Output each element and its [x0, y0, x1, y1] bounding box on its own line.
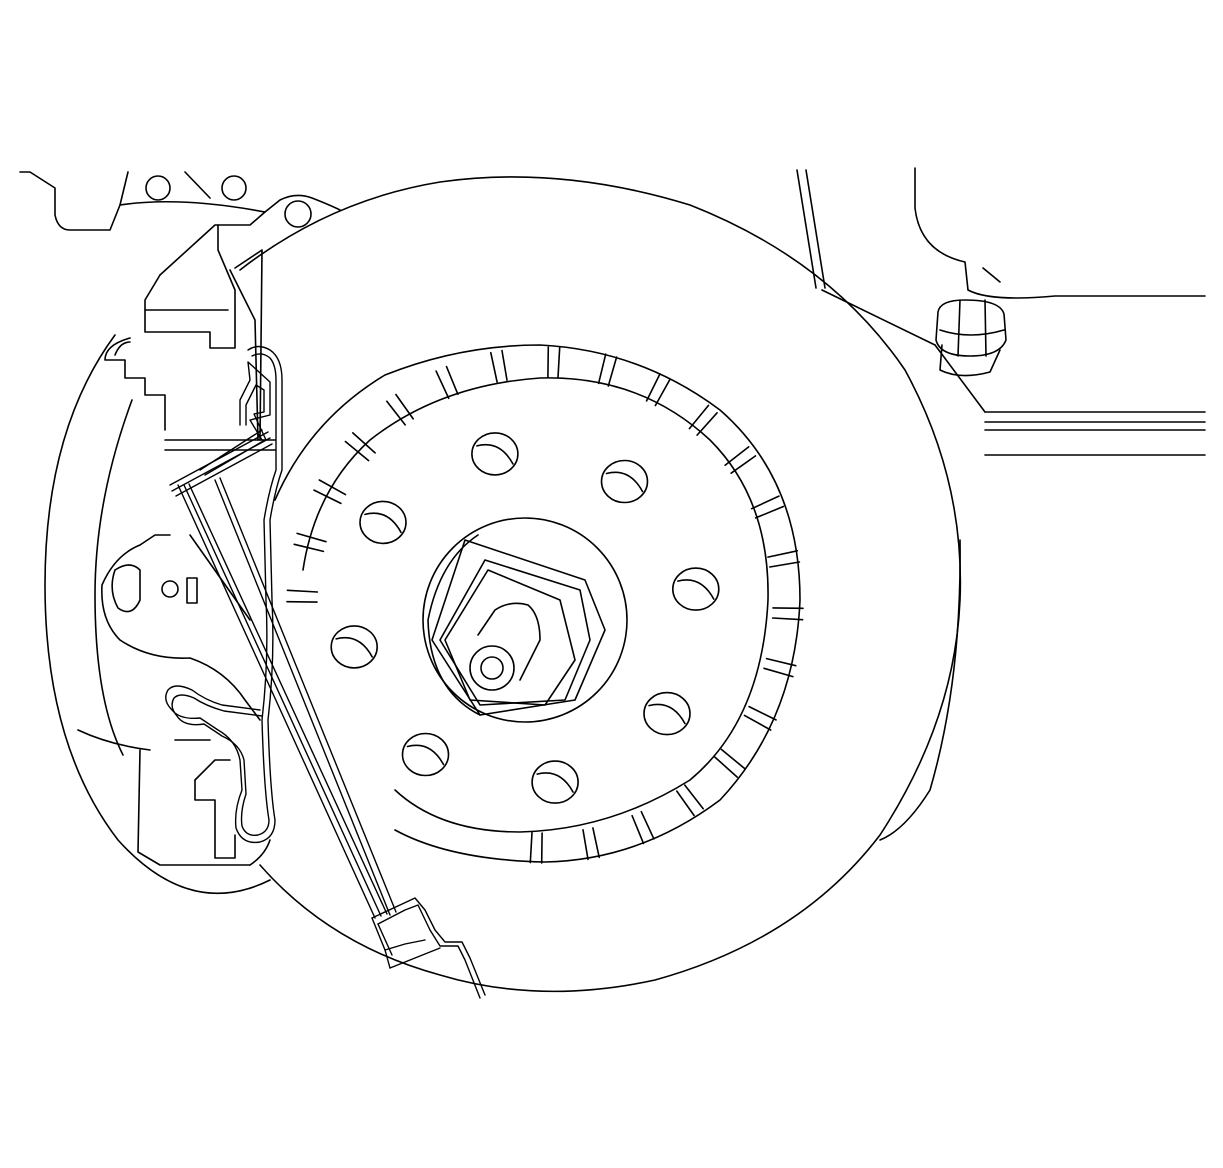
- rotor-vent-slot: [387, 395, 413, 425]
- upper-mounting-bracket: [20, 172, 340, 230]
- rotor-vent-slot: [294, 533, 326, 551]
- rotor-vent-slot: [725, 447, 755, 473]
- rotor-vent-slot: [764, 659, 796, 677]
- rotor-vent-slot: [768, 551, 800, 567]
- rotor-vent-slot: [715, 749, 745, 777]
- wheel-stud-hole: [602, 461, 648, 503]
- caliper-pin-hole: [162, 581, 178, 597]
- brake-caliper: [102, 212, 275, 865]
- rotor-outer-edge: [240, 177, 960, 991]
- suspension-knuckle: [797, 168, 1205, 455]
- rotor-cooling-vents: [287, 347, 803, 863]
- axle-center-bore: [481, 657, 503, 679]
- caliper-bracket-outline: [166, 347, 282, 843]
- caliper-slot: [187, 578, 197, 603]
- rotor-vent-slot: [314, 480, 346, 503]
- wheel-stud-hole: [360, 501, 406, 543]
- brake-splash-shield: [45, 335, 960, 893]
- bracket-bolt-hole: [146, 176, 170, 200]
- rotor-vent-slot: [599, 354, 617, 386]
- wheel-stud-hole: [472, 433, 518, 475]
- rotor-vent-slot: [773, 608, 803, 620]
- wheel-stud-hole: [673, 568, 719, 610]
- wheel-stud-hole: [331, 626, 377, 668]
- rotor-vent-slot: [647, 374, 670, 406]
- brake-hose: [170, 430, 396, 918]
- rotor-vent-slot: [677, 785, 703, 815]
- wheel-stud-hole: [644, 693, 690, 735]
- hub-flange: [423, 518, 627, 722]
- rotor-vent-slot: [345, 433, 375, 461]
- hub-axle-nut: [445, 570, 575, 705]
- wheel-stud-holes: [331, 433, 719, 803]
- rotor-vent-slot: [491, 351, 507, 383]
- rotor-hat-edge: [303, 378, 768, 832]
- rotor-vent-slot: [548, 347, 560, 377]
- wheel-stud-hole: [403, 734, 449, 776]
- rotor-vent-slot: [583, 828, 599, 860]
- rotor-vent-slot: [287, 590, 317, 602]
- rotor-vent-slot: [632, 812, 654, 844]
- rotor-vent-slot: [530, 833, 542, 863]
- rotor-vent-band: [275, 345, 800, 862]
- tie-rod-end-nut: [936, 300, 1006, 376]
- brake-hose-fitting: [372, 898, 485, 998]
- hub-hex-outline: [432, 540, 605, 715]
- wheel-hub: [423, 518, 627, 722]
- axle-shaft: [478, 603, 540, 680]
- bracket-bolt-hole: [285, 201, 311, 227]
- rotor-vent-slot: [752, 496, 784, 518]
- rotor-vent-slot: [745, 707, 777, 730]
- bracket-bolt-hole: [222, 176, 246, 200]
- rotor-vent-slot: [689, 405, 717, 435]
- rotor-vent-slot: [436, 367, 458, 399]
- axle-center: [470, 646, 514, 690]
- wheel-stud-hole: [532, 761, 578, 803]
- brake-rotor: [240, 177, 960, 991]
